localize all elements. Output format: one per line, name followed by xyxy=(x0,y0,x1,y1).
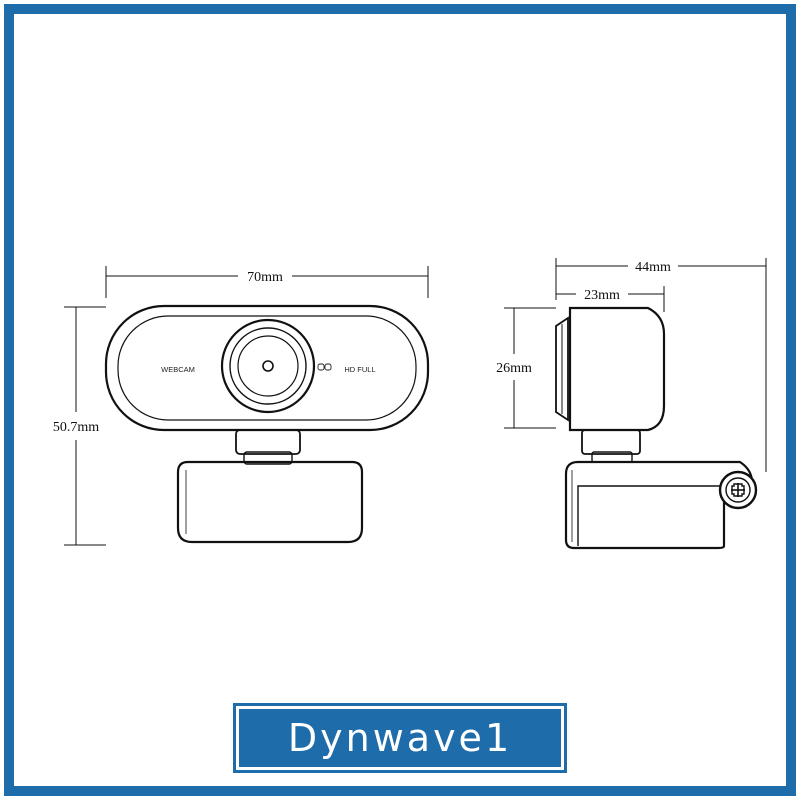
hd-icon xyxy=(317,363,332,371)
side-clip xyxy=(564,460,754,550)
front-height-label: 50.7mm xyxy=(53,420,99,435)
side-neck xyxy=(581,429,641,455)
lens-ring-inner xyxy=(237,335,299,397)
brand-watermark: Dynwave1 xyxy=(233,703,567,773)
neck-top xyxy=(235,429,301,455)
front-width-label: 70mm xyxy=(247,270,283,285)
knob-plus-icon xyxy=(718,470,758,510)
base-clip xyxy=(176,460,364,544)
side-clip-inner xyxy=(577,485,720,546)
hd-full-label: HD FULL xyxy=(344,365,375,374)
lens-ring-outer xyxy=(220,318,316,414)
front-view xyxy=(64,266,430,546)
lens-ring-mid xyxy=(229,327,307,405)
lens-center xyxy=(262,360,274,372)
outer-border xyxy=(4,4,796,796)
webcam-label: WEBCAM xyxy=(161,365,195,374)
brand-name: Dynwave1 xyxy=(287,716,513,760)
side-depth-body-label: 23mm xyxy=(584,288,620,303)
side-height-label: 26mm xyxy=(496,361,532,376)
side-body xyxy=(568,306,666,432)
side-lens-bulge xyxy=(555,316,569,422)
side-depth-total-label: 44mm xyxy=(635,260,671,275)
neck-lower xyxy=(243,451,293,465)
camera-body-inner xyxy=(117,315,417,421)
